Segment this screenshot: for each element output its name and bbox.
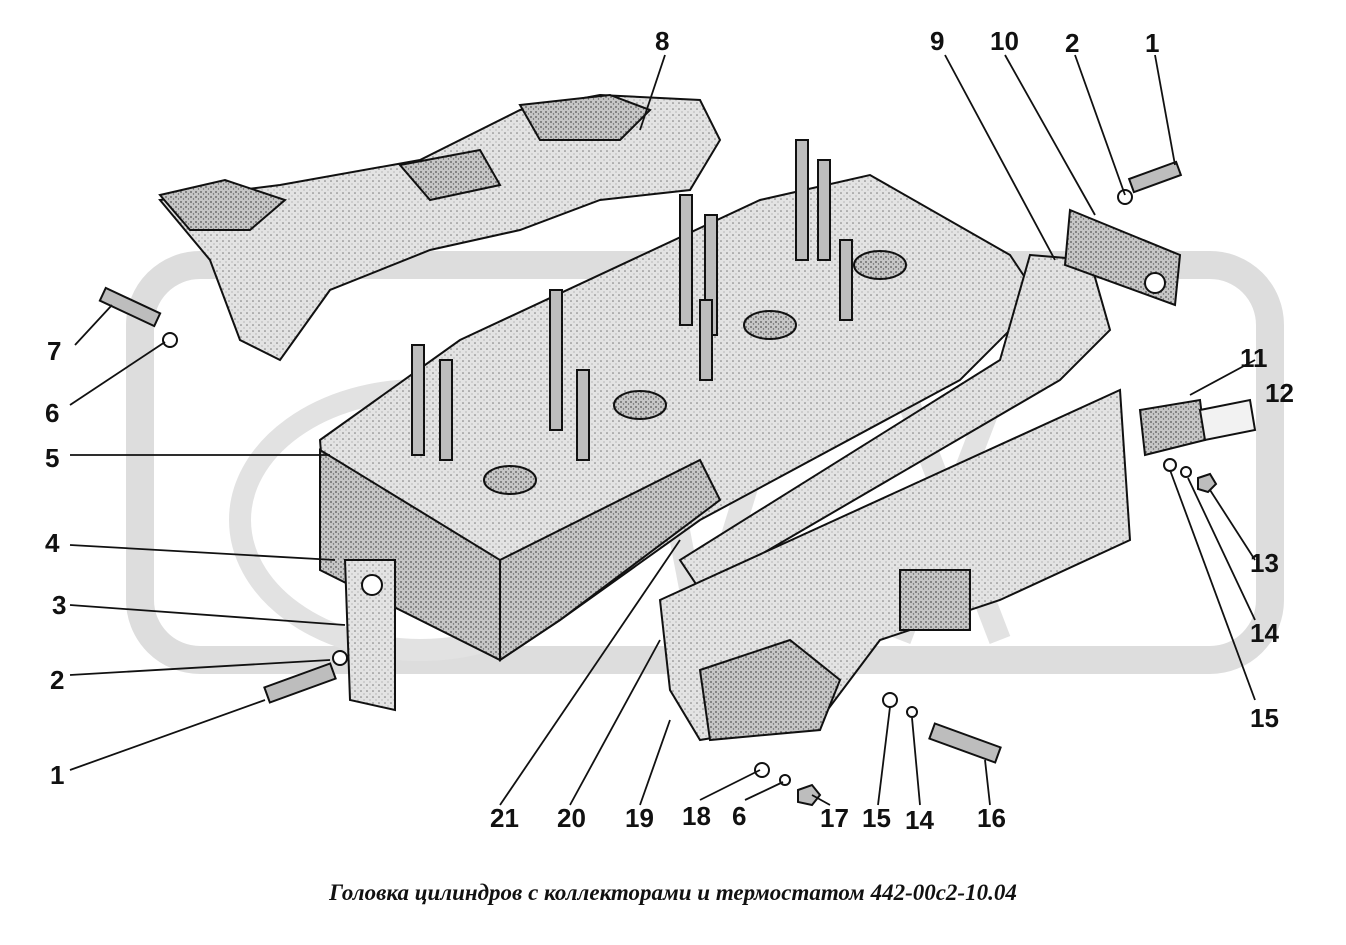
callout-label: 10 [990, 26, 1019, 56]
exhaust-manifold [158, 93, 722, 362]
flange-11 [1138, 398, 1207, 457]
callout-label: 1 [50, 760, 65, 790]
hose-12 [1198, 398, 1257, 442]
callout-label: 1 [1145, 28, 1160, 58]
callout-label: 2 [1065, 28, 1080, 58]
figure-caption: Головка цилиндров с коллекторами и термо… [329, 880, 1017, 905]
fasteners [98, 160, 1218, 807]
callout-label: 19 [625, 803, 654, 833]
leader-lines [69, 54, 1256, 806]
callout-label: 6 [732, 801, 747, 831]
callout-label: 9 [930, 26, 945, 56]
callout-label: 20 [557, 803, 586, 833]
callout-label: 17 [820, 803, 849, 833]
callout-label: 14 [1250, 618, 1279, 648]
callout-label: 8 [655, 26, 670, 56]
callout-label: 16 [977, 803, 1006, 833]
studs [411, 139, 853, 461]
callout-label: 15 [1250, 703, 1279, 733]
callout-label: 18 [682, 801, 711, 831]
callout-label: 12 [1265, 378, 1294, 408]
callout-label: 11 [1240, 343, 1268, 373]
valve-springs [483, 250, 907, 495]
callout-label: 6 [45, 398, 60, 428]
callout-label: 5 [45, 443, 60, 473]
callout-label: 2 [50, 665, 65, 695]
callout-label: 4 [45, 528, 60, 558]
callout-label: 13 [1250, 548, 1279, 578]
lifting-bracket-3 [343, 559, 396, 712]
callout-label: 15 [862, 803, 891, 833]
callout-label: 7 [47, 336, 62, 366]
cylinder-head [318, 173, 1042, 662]
plate-10 [1063, 208, 1182, 307]
callout-label: 14 [905, 805, 934, 835]
callout-label: 3 [52, 590, 67, 620]
callout-label: 21 [490, 803, 519, 833]
